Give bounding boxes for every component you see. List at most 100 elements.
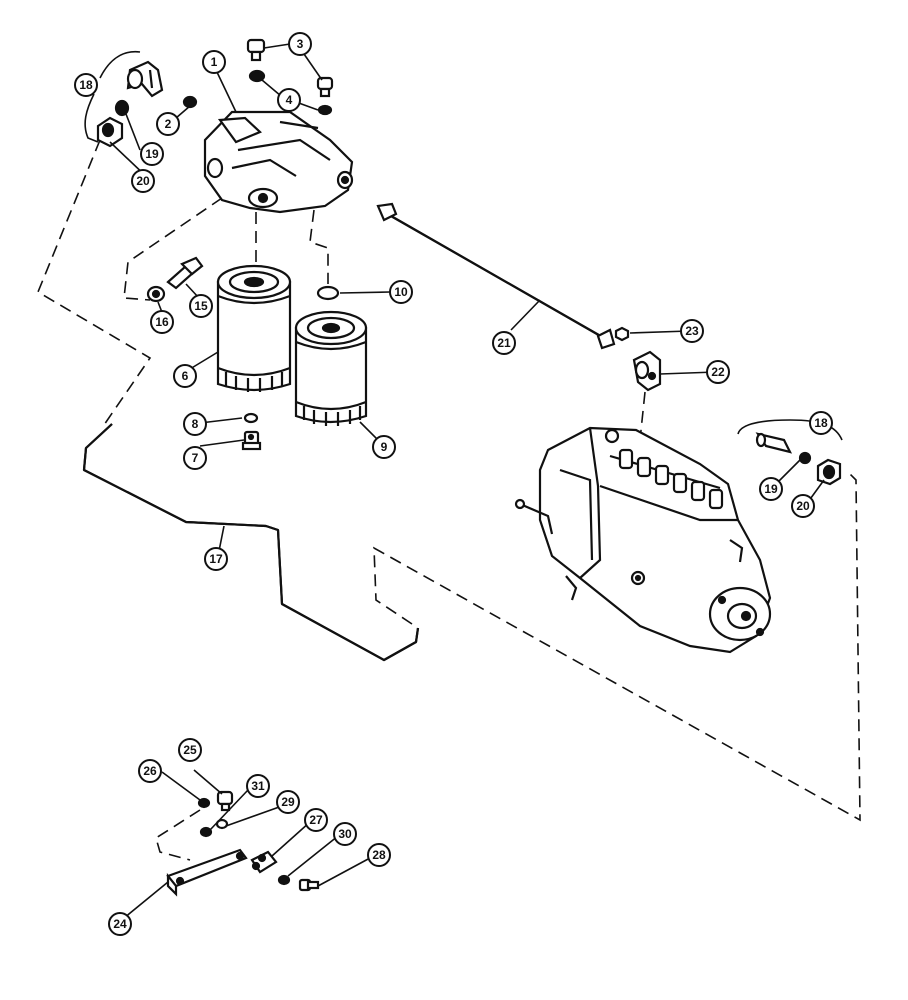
svg-text:20: 20 <box>136 174 150 188</box>
svg-text:27: 27 <box>309 813 323 827</box>
svg-text:17: 17 <box>209 552 223 566</box>
svg-text:22: 22 <box>711 365 725 379</box>
filter-cartridge-9 <box>294 310 368 426</box>
pump-outlets <box>618 448 724 510</box>
seal-ring-10 <box>316 285 340 301</box>
plug-2 <box>182 95 198 109</box>
nut-20-left <box>96 116 124 148</box>
svg-text:26: 26 <box>143 764 157 778</box>
callout-28: 28 <box>367 843 391 867</box>
screw-28 <box>298 878 320 892</box>
svg-text:31: 31 <box>251 779 265 793</box>
svg-text:21: 21 <box>497 336 511 350</box>
svg-text:2: 2 <box>165 117 172 131</box>
bracket-18-right <box>737 419 843 441</box>
callout-18-left: 18 <box>74 73 98 97</box>
injection-pump <box>514 426 772 654</box>
filter-cartridge-6 <box>216 264 292 392</box>
nut-20-right <box>816 458 842 486</box>
svg-text:8: 8 <box>192 417 199 431</box>
callout-19-left: 19 <box>140 142 164 166</box>
olive-19-left <box>114 99 130 117</box>
svg-text:20: 20 <box>796 499 810 513</box>
washer-29 <box>215 818 229 830</box>
svg-text:29: 29 <box>281 795 295 809</box>
elbow-fitting-22 <box>632 350 662 392</box>
callout-27: 27 <box>304 808 328 832</box>
dash-fitting18-to-tube17 <box>36 139 152 426</box>
svg-text:3: 3 <box>297 37 304 51</box>
callout-3: 3 <box>288 32 312 56</box>
svg-text:1: 1 <box>211 55 218 69</box>
callout-18-right: 18 <box>809 411 833 435</box>
screw-3-left <box>246 38 266 62</box>
elbow-fitting-18-left <box>126 60 164 98</box>
svg-text:23: 23 <box>685 324 699 338</box>
drain-plug-7 <box>241 430 262 451</box>
svg-text:19: 19 <box>145 147 159 161</box>
callouts: 1 2 3 4 18 19 20 15 16 10 6 8 7 9 17 21 … <box>74 32 833 936</box>
callout-16: 16 <box>150 310 174 334</box>
callout-17: 17 <box>204 547 228 571</box>
svg-text:25: 25 <box>183 743 197 757</box>
washer-4-right <box>317 104 333 116</box>
callout-10: 10 <box>389 280 413 304</box>
svg-text:6: 6 <box>182 369 189 383</box>
fuel-line-21 <box>376 202 616 350</box>
svg-text:30: 30 <box>338 827 352 841</box>
svg-text:9: 9 <box>381 440 388 454</box>
callout-30: 30 <box>333 822 357 846</box>
svg-text:28: 28 <box>372 848 386 862</box>
svg-text:18: 18 <box>814 416 828 430</box>
dash-pump-return-loop <box>373 469 861 822</box>
callout-29: 29 <box>276 790 300 814</box>
callout-21: 21 <box>492 331 516 355</box>
callout-15: 15 <box>189 294 213 318</box>
callout-24: 24 <box>108 912 132 936</box>
callout-22: 22 <box>706 360 730 384</box>
callout-19-right: 19 <box>759 477 783 501</box>
filter-head <box>203 110 354 214</box>
callout-23: 23 <box>680 319 704 343</box>
svg-text:10: 10 <box>394 285 408 299</box>
callout-20-left: 20 <box>131 169 155 193</box>
washer-16 <box>146 285 166 303</box>
bracket-18-left-top <box>99 50 141 79</box>
callout-1: 1 <box>202 50 226 74</box>
svg-text:15: 15 <box>194 299 208 313</box>
bolt-15 <box>166 256 204 290</box>
callout-4: 4 <box>277 88 301 112</box>
dashed-routing-lines <box>36 139 861 861</box>
washer-4-left <box>248 69 266 83</box>
callout-31: 31 <box>246 774 270 798</box>
nut-31 <box>199 826 213 838</box>
callout-25: 25 <box>178 738 202 762</box>
screw-3-right <box>316 76 334 98</box>
callout-8: 8 <box>183 412 207 436</box>
nut-23 <box>614 326 630 342</box>
washer-30 <box>277 874 291 886</box>
callout-7: 7 <box>183 446 207 470</box>
dash-head-to-bolt15 <box>123 197 223 301</box>
mounting-bracket-24 <box>166 848 248 897</box>
callout-9: 9 <box>372 435 396 459</box>
washer-26 <box>197 797 211 809</box>
elbow-fitting-18-right <box>755 432 793 454</box>
svg-text:24: 24 <box>113 917 127 931</box>
bolt-25 <box>216 790 234 812</box>
olive-19-right <box>798 451 812 465</box>
svg-text:19: 19 <box>764 482 778 496</box>
svg-text:16: 16 <box>155 315 169 329</box>
callout-6: 6 <box>173 364 197 388</box>
dash-head-to-seal10 <box>309 209 329 284</box>
svg-text:4: 4 <box>286 93 293 107</box>
clamp-27 <box>250 850 278 874</box>
fuel-tube-17 <box>82 423 420 662</box>
svg-text:18: 18 <box>79 78 93 92</box>
bracket-18-left <box>84 93 99 143</box>
svg-text:7: 7 <box>192 451 199 465</box>
o-ring-8 <box>243 412 259 424</box>
callout-20-right: 20 <box>791 494 815 518</box>
callout-26: 26 <box>138 759 162 783</box>
